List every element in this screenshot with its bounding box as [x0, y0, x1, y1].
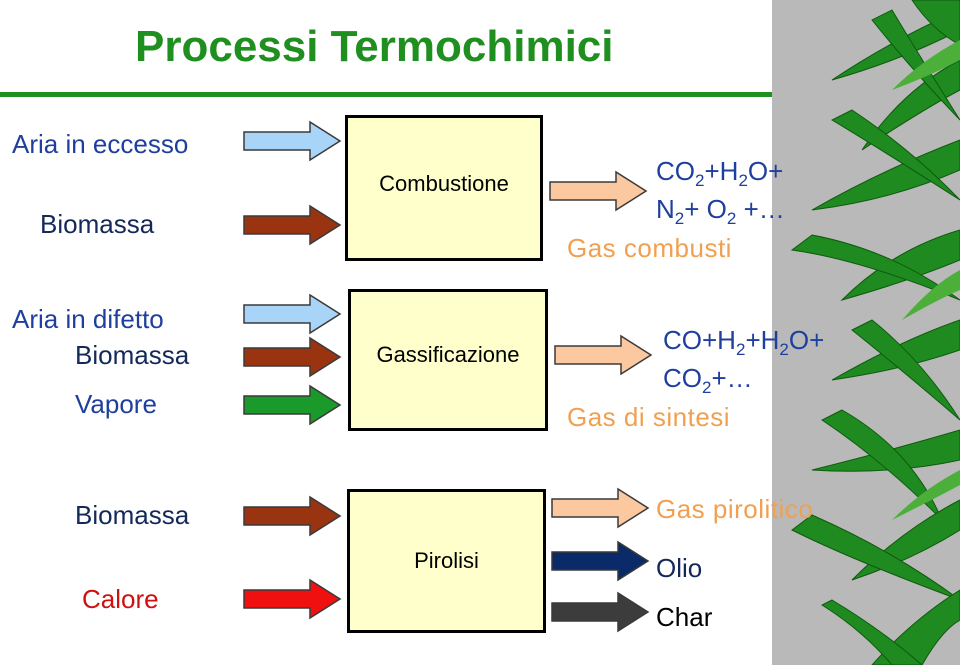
combustion-output-line1: CO2+H2O+ [656, 156, 784, 190]
input-label-excess-air: Aria in eccesso [12, 129, 189, 159]
process-box-pyrolysis: Pirolisi [347, 489, 546, 633]
input-label-lack-air: Aria in difetto [12, 304, 164, 334]
biomass-input-arrow [243, 336, 342, 378]
process-label-combustion: Combustione [379, 171, 509, 196]
process-box-combustion: Combustione [345, 115, 543, 261]
output-arrow-char [551, 591, 650, 633]
input-label-biomass: Biomassa [40, 209, 155, 239]
title-underline [0, 92, 772, 97]
input-label-steam: Vapore [75, 389, 157, 419]
biomass-input-arrow [243, 495, 342, 537]
input-label-biomass: Biomassa [75, 500, 190, 530]
pyrolysis-output-oil: Olio [656, 553, 703, 583]
page-title: Processi Termochimici [135, 22, 614, 71]
output-arrow-pyrolysis-gas [551, 487, 650, 529]
combustion-output-line2: N2+ O2 +… [656, 194, 785, 228]
combustion-output-label: Gas combusti [567, 233, 732, 263]
biomass-input-arrow [243, 204, 342, 246]
air-input-arrow [243, 120, 342, 162]
pyrolysis-output-char: Char [656, 602, 713, 632]
bamboo-decoration [772, 0, 960, 665]
output-arrow-gasification [554, 334, 653, 376]
process-box-gasification: Gassificazione [348, 289, 548, 431]
output-arrow-oil [551, 540, 650, 582]
gasification-output-line1: CO+H2+H2O+ [663, 325, 825, 359]
steam-input-arrow [243, 384, 342, 426]
pyrolysis-output-gas: Gas pirolitico [656, 494, 814, 524]
process-label-pyrolysis: Pirolisi [414, 548, 479, 573]
air-input-arrow [243, 293, 342, 335]
heat-input-arrow [243, 578, 342, 620]
input-label-biomass: Biomassa [75, 340, 190, 370]
output-arrow-combustion [549, 170, 648, 212]
gasification-output-label: Gas di sintesi [567, 402, 731, 432]
process-label-gasification: Gassificazione [376, 342, 520, 367]
gasification-output-line2: CO2+… [663, 363, 753, 397]
input-label-heat: Calore [82, 584, 159, 614]
